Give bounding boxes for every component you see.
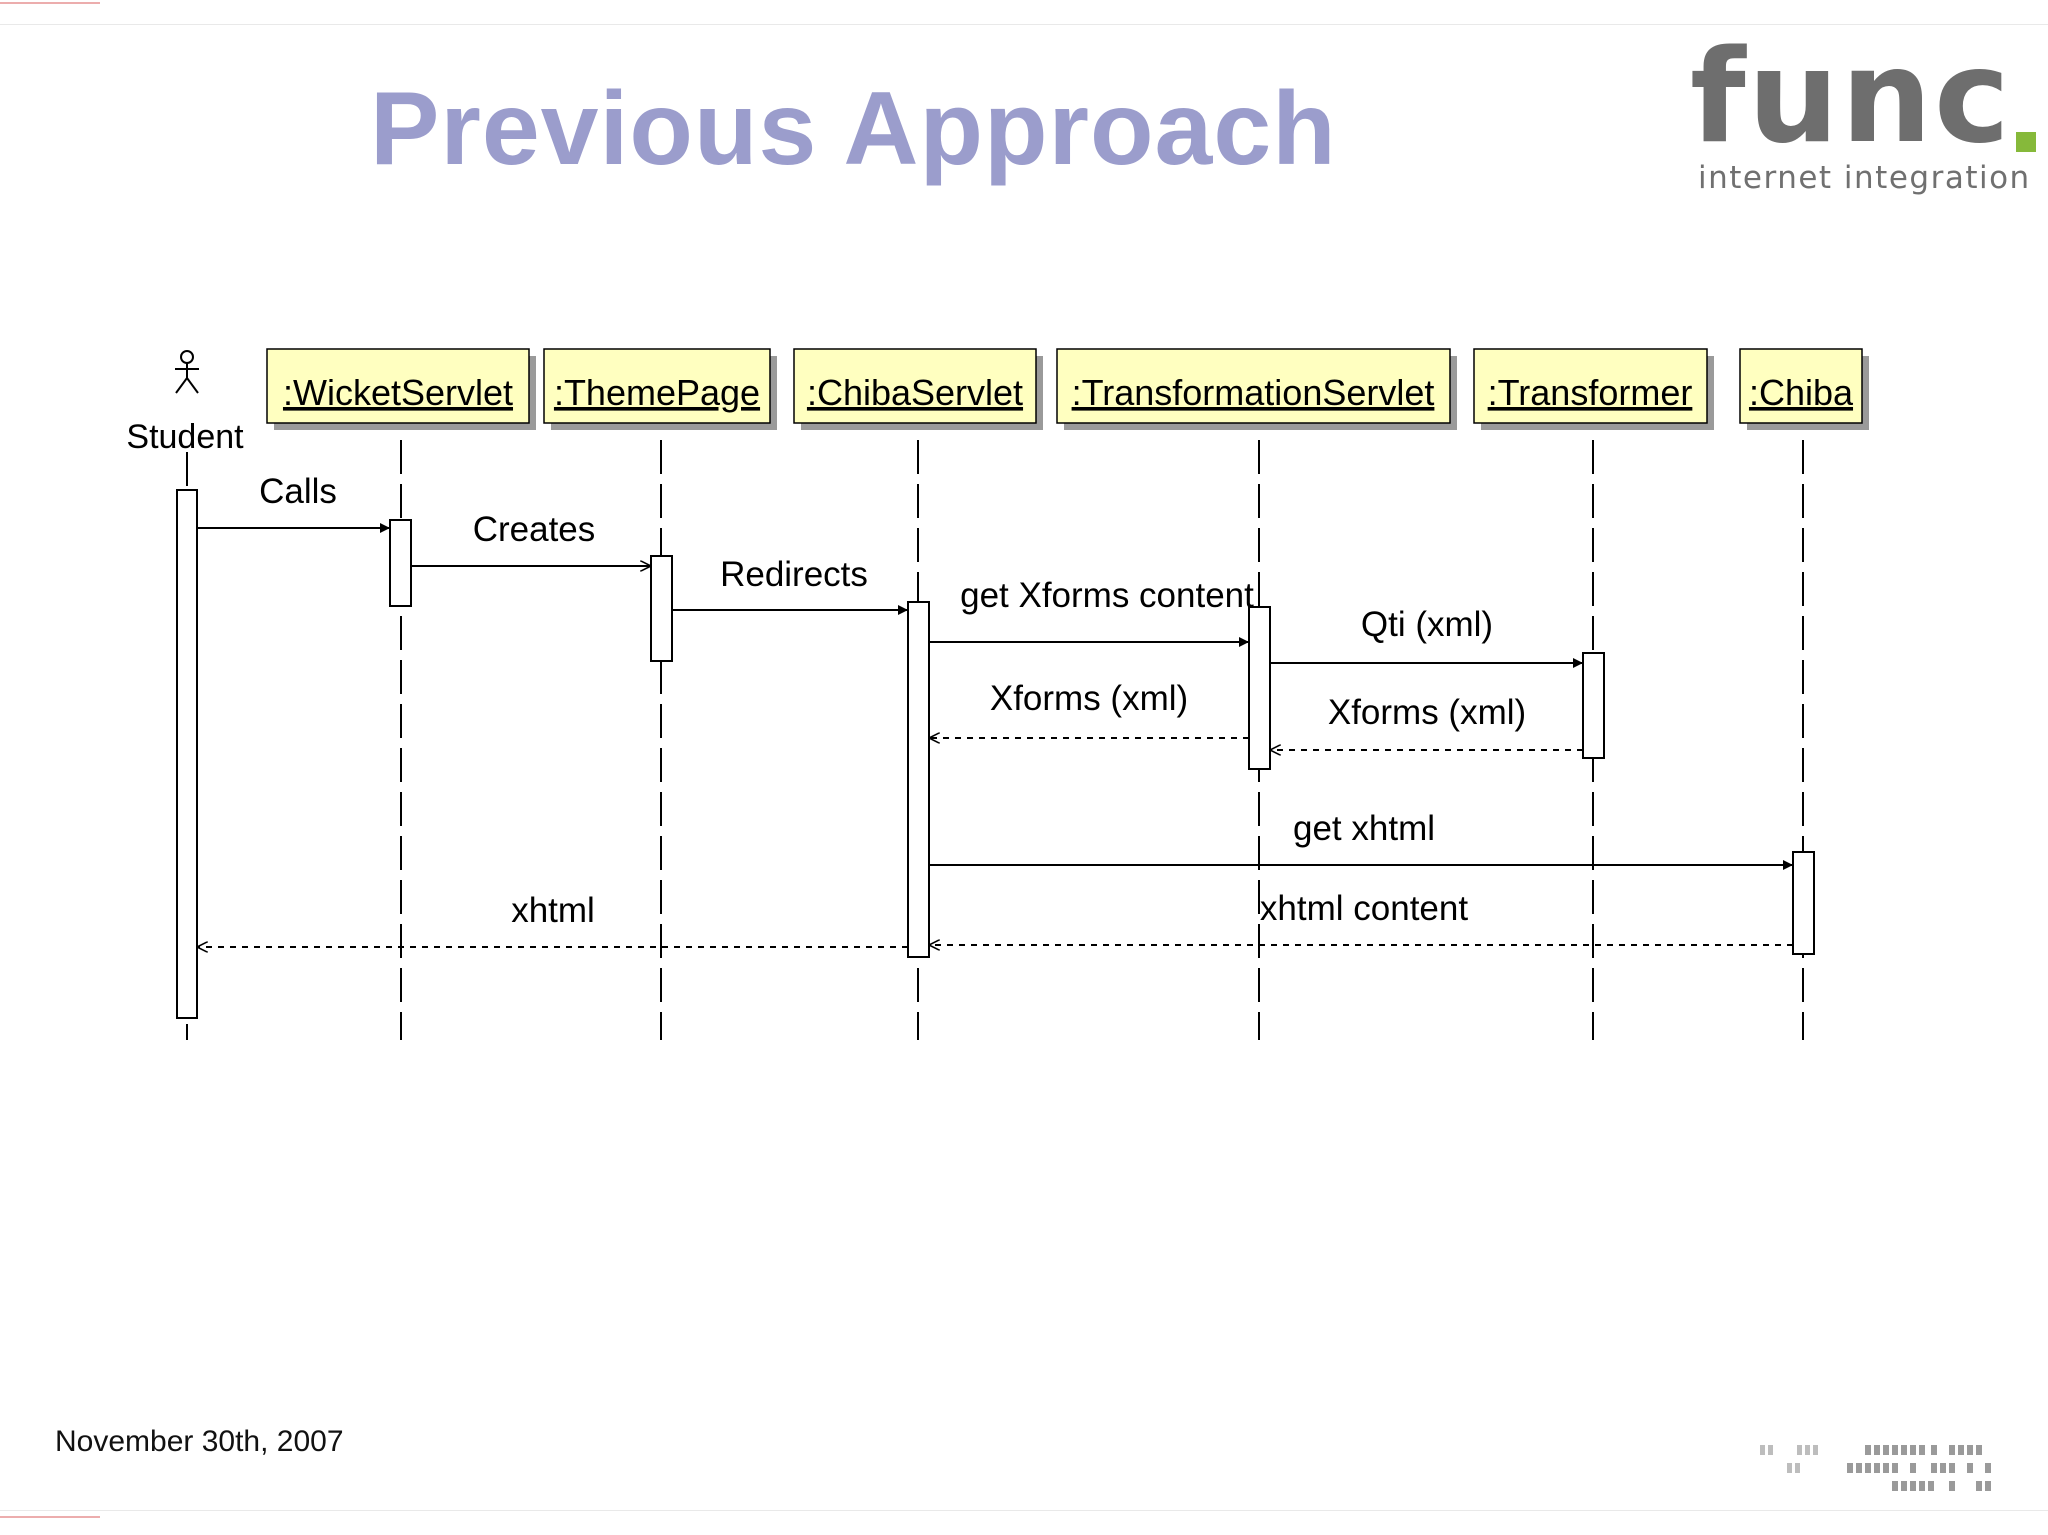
object-label: :TransformationServlet — [1072, 372, 1435, 413]
actor-label: Student — [126, 418, 244, 456]
object-label: :Transformer — [1488, 372, 1693, 413]
activation-wicket — [389, 519, 412, 607]
message-label-xhtml-content: xhtml content — [1260, 889, 1468, 928]
message-labels: Calls Creates Redirects get Xforms conte… — [259, 472, 1526, 930]
logo-tagline: internet integration — [1698, 160, 2031, 196]
object-label: :WicketServlet — [283, 372, 513, 413]
logo-wordmark: func — [1690, 23, 2012, 172]
message-label-get-xhtml: get xhtml — [1293, 809, 1435, 848]
object-label: :Chiba — [1749, 372, 1854, 413]
activation-transformation — [1248, 606, 1271, 770]
activation-theme — [650, 555, 673, 662]
object-chiba-servlet: :ChibaServlet — [793, 348, 1043, 430]
object-wicket-servlet: :WicketServlet — [266, 348, 536, 430]
activation-transformer — [1582, 652, 1605, 759]
object-theme-page: :ThemePage — [543, 348, 777, 430]
logo-dot-icon — [2016, 132, 2036, 152]
corner-mark-bottom — [0, 1516, 100, 1518]
activation-bars — [176, 489, 1815, 1019]
message-label-creates: Creates — [473, 510, 596, 549]
object-boxes: :WicketServlet :ThemePage :ChibaServlet … — [266, 348, 1869, 430]
footer-date: November 30th, 2007 — [55, 1425, 344, 1458]
actor-student: Student — [126, 350, 244, 456]
message-label-xforms-return-1: Xforms (xml) — [1328, 693, 1526, 732]
decorative-pixel-pattern — [1760, 1445, 1991, 1491]
activation-chiba-servlet — [907, 601, 930, 958]
activation-chiba — [1792, 851, 1815, 955]
slide-title: Previous Approach — [370, 71, 1337, 187]
func-logo: func internet integration — [1690, 34, 2036, 200]
top-rule — [0, 24, 2048, 25]
object-transformation-servlet: :TransformationServlet — [1056, 348, 1457, 430]
bottom-rule — [0, 1510, 2048, 1511]
stick-figure-icon — [175, 350, 199, 394]
lifelines — [186, 440, 1804, 1040]
message-label-xforms-return-2: Xforms (xml) — [990, 679, 1188, 718]
object-transformer: :Transformer — [1473, 348, 1714, 430]
message-label-xhtml: xhtml — [511, 891, 595, 930]
message-label-get-xforms: get Xforms content — [960, 576, 1254, 615]
object-label: :ThemePage — [554, 372, 760, 413]
corner-mark-top — [0, 2, 100, 4]
activation-student — [176, 489, 198, 1019]
message-label-calls: Calls — [259, 472, 337, 511]
message-label-qti: Qti (xml) — [1361, 605, 1493, 644]
message-label-redirects: Redirects — [720, 555, 868, 594]
messages — [197, 523, 1793, 947]
object-label: :ChibaServlet — [807, 372, 1023, 413]
object-chiba: :Chiba — [1739, 348, 1869, 430]
